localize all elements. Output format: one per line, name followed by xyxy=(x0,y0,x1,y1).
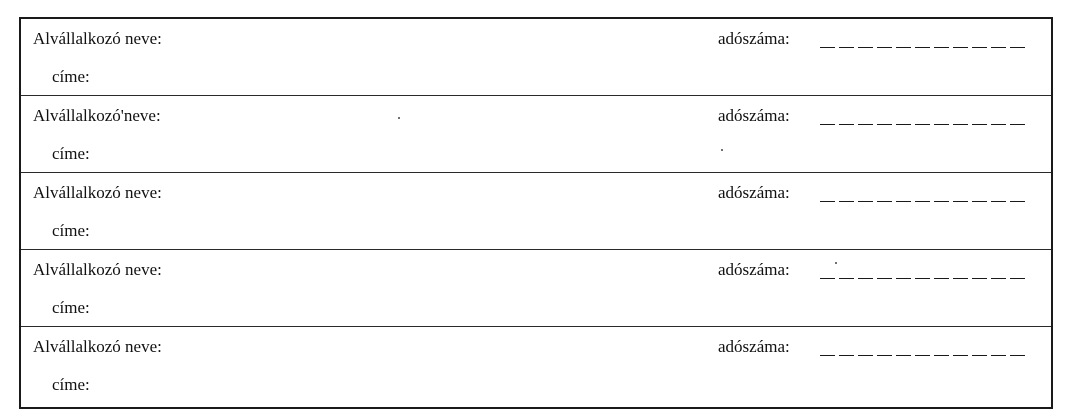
subcontractor-name-label: Alvállalkozó neve: xyxy=(33,337,162,356)
tax-number-digit-slot[interactable] xyxy=(915,47,930,48)
tax-number-digit-slot[interactable] xyxy=(839,278,854,279)
tax-number-digit-slot[interactable] xyxy=(896,278,911,279)
tax-number-digit-slot[interactable] xyxy=(858,201,873,202)
tax-number-digit-slot[interactable] xyxy=(972,201,987,202)
subcontractor-name-label: Alvállalkozó neve: xyxy=(33,29,162,48)
tax-number-digit-slot[interactable] xyxy=(858,124,873,125)
scan-speck xyxy=(398,117,400,119)
tax-number-digit-slot[interactable] xyxy=(839,47,854,48)
subcontractor-name-label: Alvállalkozó neve: xyxy=(33,260,162,279)
subcontractor-row: Alvállalkozó neve: címe: adószáma: xyxy=(21,19,1051,96)
tax-number-digit-slot[interactable] xyxy=(877,355,892,356)
subcontractor-address-label: címe: xyxy=(52,375,90,394)
tax-number-digit-slot[interactable] xyxy=(1010,201,1025,202)
tax-number-digit-slot[interactable] xyxy=(953,47,968,48)
tax-number-label: adószáma: xyxy=(718,337,790,356)
tax-number-digit-slot[interactable] xyxy=(858,47,873,48)
tax-number-digit-slot[interactable] xyxy=(991,47,1006,48)
tax-number-field[interactable] xyxy=(820,47,1025,48)
tax-number-digit-slot[interactable] xyxy=(953,201,968,202)
tax-number-digit-slot[interactable] xyxy=(991,278,1006,279)
tax-number-digit-slot[interactable] xyxy=(1010,124,1025,125)
tax-number-digit-slot[interactable] xyxy=(858,278,873,279)
tax-number-digit-slot[interactable] xyxy=(839,355,854,356)
tax-number-digit-slot[interactable] xyxy=(877,201,892,202)
tax-number-digit-slot[interactable] xyxy=(877,124,892,125)
tax-number-digit-slot[interactable] xyxy=(839,124,854,125)
tax-number-digit-slot[interactable] xyxy=(934,355,949,356)
subcontractor-address-label: címe: xyxy=(52,144,90,163)
tax-number-label: adószáma: xyxy=(718,260,790,279)
tax-number-digit-slot[interactable] xyxy=(915,278,930,279)
subcontractor-address-label: címe: xyxy=(52,221,90,240)
tax-number-digit-slot[interactable] xyxy=(915,124,930,125)
subcontractor-address-label: címe: xyxy=(52,298,90,317)
tax-number-field[interactable] xyxy=(820,355,1025,356)
tax-number-digit-slot[interactable] xyxy=(820,124,835,125)
tax-number-digit-slot[interactable] xyxy=(820,355,835,356)
subcontractor-row: Alvállalkozó neve: címe: adószáma: xyxy=(21,173,1051,250)
subcontractor-name-label: Alvállalkozó neve: xyxy=(33,183,162,202)
tax-number-digit-slot[interactable] xyxy=(877,278,892,279)
subcontractor-name-label: Alvállalkozó'neve: xyxy=(33,106,161,125)
tax-number-digit-slot[interactable] xyxy=(877,47,892,48)
tax-number-digit-slot[interactable] xyxy=(934,124,949,125)
tax-number-digit-slot[interactable] xyxy=(934,201,949,202)
subcontractor-row: Alvállalkozó'neve: címe: adószáma: xyxy=(21,96,1051,173)
tax-number-digit-slot[interactable] xyxy=(896,47,911,48)
tax-number-digit-slot[interactable] xyxy=(972,278,987,279)
tax-number-field[interactable] xyxy=(820,201,1025,202)
tax-number-digit-slot[interactable] xyxy=(991,355,1006,356)
tax-number-digit-slot[interactable] xyxy=(991,201,1006,202)
tax-number-digit-slot[interactable] xyxy=(896,124,911,125)
tax-number-digit-slot[interactable] xyxy=(915,355,930,356)
tax-number-digit-slot[interactable] xyxy=(820,47,835,48)
tax-number-label: adószáma: xyxy=(718,183,790,202)
tax-number-digit-slot[interactable] xyxy=(934,47,949,48)
subcontractor-address-label: címe: xyxy=(52,67,90,86)
tax-number-digit-slot[interactable] xyxy=(896,355,911,356)
tax-number-digit-slot[interactable] xyxy=(934,278,949,279)
tax-number-digit-slot[interactable] xyxy=(1010,47,1025,48)
tax-number-digit-slot[interactable] xyxy=(972,47,987,48)
scan-speck xyxy=(721,149,723,151)
tax-number-digit-slot[interactable] xyxy=(820,201,835,202)
tax-number-digit-slot[interactable] xyxy=(953,355,968,356)
tax-number-label: adószáma: xyxy=(718,29,790,48)
tax-number-field[interactable] xyxy=(820,278,1025,279)
tax-number-digit-slot[interactable] xyxy=(953,278,968,279)
tax-number-digit-slot[interactable] xyxy=(1010,278,1025,279)
tax-number-digit-slot[interactable] xyxy=(972,355,987,356)
subcontractor-form: Alvállalkozó neve:címe:adószáma:Alvállal… xyxy=(19,17,1053,409)
tax-number-digit-slot[interactable] xyxy=(858,355,873,356)
tax-number-digit-slot[interactable] xyxy=(820,278,835,279)
tax-number-digit-slot[interactable] xyxy=(839,201,854,202)
tax-number-digit-slot[interactable] xyxy=(953,124,968,125)
tax-number-digit-slot[interactable] xyxy=(991,124,1006,125)
tax-number-digit-slot[interactable] xyxy=(896,201,911,202)
tax-number-field[interactable] xyxy=(820,124,1025,125)
subcontractor-row: Alvállalkozó neve: címe: adószáma: xyxy=(21,327,1051,407)
tax-number-digit-slot[interactable] xyxy=(1010,355,1025,356)
scan-speck xyxy=(835,262,837,264)
tax-number-digit-slot[interactable] xyxy=(915,201,930,202)
subcontractor-row: Alvállalkozó neve: címe: adószáma: xyxy=(21,250,1051,327)
tax-number-label: adószáma: xyxy=(718,106,790,125)
tax-number-digit-slot[interactable] xyxy=(972,124,987,125)
